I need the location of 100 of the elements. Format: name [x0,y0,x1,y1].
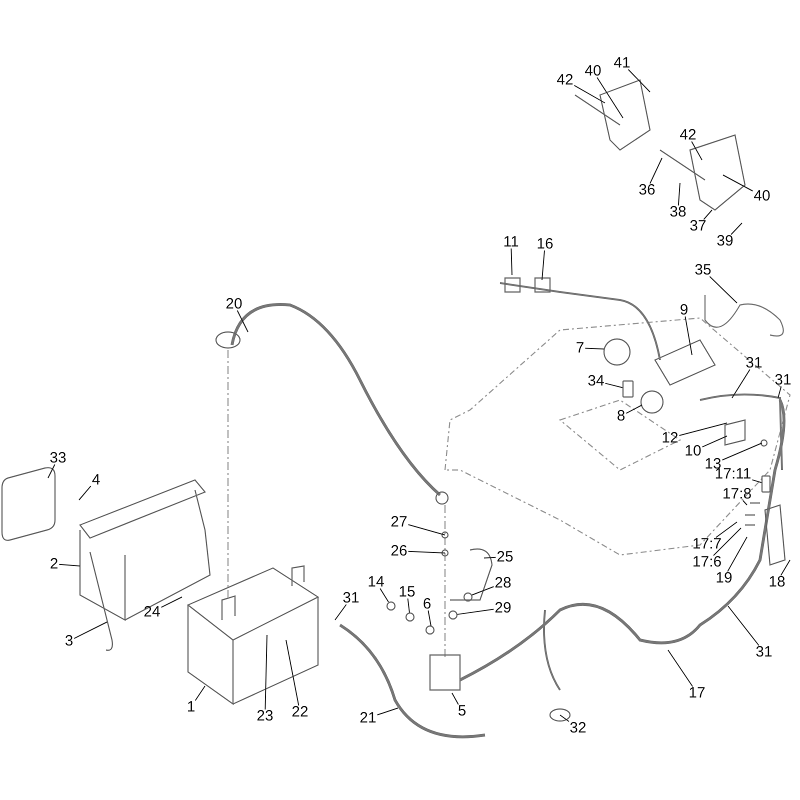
callout-number: 4 [92,472,100,488]
callout-number: 32 [570,720,586,736]
leader-line [722,442,762,460]
callout-number: 42 [680,126,696,144]
callout-number: 7 [576,340,584,356]
callout-number: 17 [688,684,706,702]
callout-number: 37 [690,218,706,234]
callout-number: 26 [390,542,408,560]
leader-line [604,382,624,388]
callout-number: 33 [50,450,66,466]
callout-number: 40 [754,188,770,204]
leader-line [584,348,604,350]
leader-line [678,422,728,436]
leader-line [380,588,389,602]
leader-line [691,141,702,160]
callout-number: 21 [360,710,376,726]
leader-line [715,522,738,538]
leader-line [334,604,347,620]
leader-line [709,276,738,304]
leader-line [713,528,742,556]
callout-number: 39 [716,232,734,250]
callout-number: 15 [398,584,416,600]
callout-number: 2 [50,556,58,572]
leader-line [58,564,80,566]
leader-line [408,524,446,536]
callout-number: 10 [684,442,702,460]
leader-line [286,640,300,706]
connector-part [622,380,634,398]
connector-part [761,475,771,493]
callout-number: 25 [496,548,514,566]
callout-number: 34 [588,372,604,390]
callout-number: 12 [662,430,678,446]
leader-line [376,708,398,716]
leader-line [728,606,760,646]
leader-line [702,436,728,448]
washer-part [448,610,458,620]
callout-number: 24 [144,604,160,620]
leader-line [74,622,108,639]
callout-number: 31 [746,354,762,372]
leader-line [730,222,742,235]
callout-number: 8 [616,408,626,424]
leader-line [194,686,206,701]
leader-line [160,596,182,608]
leader-line [780,560,790,576]
washer-part [405,612,415,622]
washer-part [386,601,396,611]
leader-line [668,650,694,687]
callout-number: 38 [670,204,686,220]
callout-number: 29 [494,600,512,616]
callout-number: 3 [64,632,74,650]
callout-number: 18 [768,574,786,590]
callout-number: 22 [292,704,308,720]
leader-line [78,486,92,500]
leader-line [732,369,750,398]
leader-line [778,386,782,398]
leader-line [596,77,624,118]
leader-line [560,714,570,722]
leader-line [456,608,494,615]
leader-line [684,316,692,356]
callout-number: 20 [226,296,242,312]
callout-number: 1 [186,698,196,716]
callout-number: 31 [756,644,772,660]
callout-number: 31 [774,372,792,388]
callout-number: 27 [390,514,408,530]
leader-line [236,310,248,332]
leader-line [407,598,410,614]
callout-number: 6 [422,596,432,612]
leader-line [678,182,680,206]
leader-line [452,692,459,705]
leader-line [472,586,494,596]
callout-number: 35 [694,262,712,278]
callout-number: 17:6 [692,554,722,570]
callout-number: 19 [716,570,732,586]
leader-line [510,248,512,276]
leader-line [742,500,748,506]
callout-number: 16 [536,236,554,252]
callout-number: 11 [503,234,519,250]
callout-number: 31 [342,590,360,606]
leader-line [484,556,496,558]
leader-line [264,634,268,710]
callout-number: 42 [556,72,574,88]
leader-line [428,610,432,626]
leader-line [408,550,446,554]
callout-number: 9 [680,302,688,318]
callout-number: 23 [256,708,274,724]
callout-number: 5 [458,702,466,720]
leader-line [626,404,642,414]
leader-line [650,158,662,184]
callout-number: 17:8 [722,486,752,502]
leader-line [48,464,56,478]
leader-line [542,250,545,280]
callout-number: 14 [368,574,384,590]
callout-number: 36 [638,182,656,198]
callout-number: 40 [584,62,602,80]
leader-line [628,69,650,92]
leader-line [574,84,606,104]
leader-line [752,479,762,484]
callout-number: 41 [614,54,630,72]
callout-number: 28 [494,574,512,592]
leader-line [703,210,712,220]
